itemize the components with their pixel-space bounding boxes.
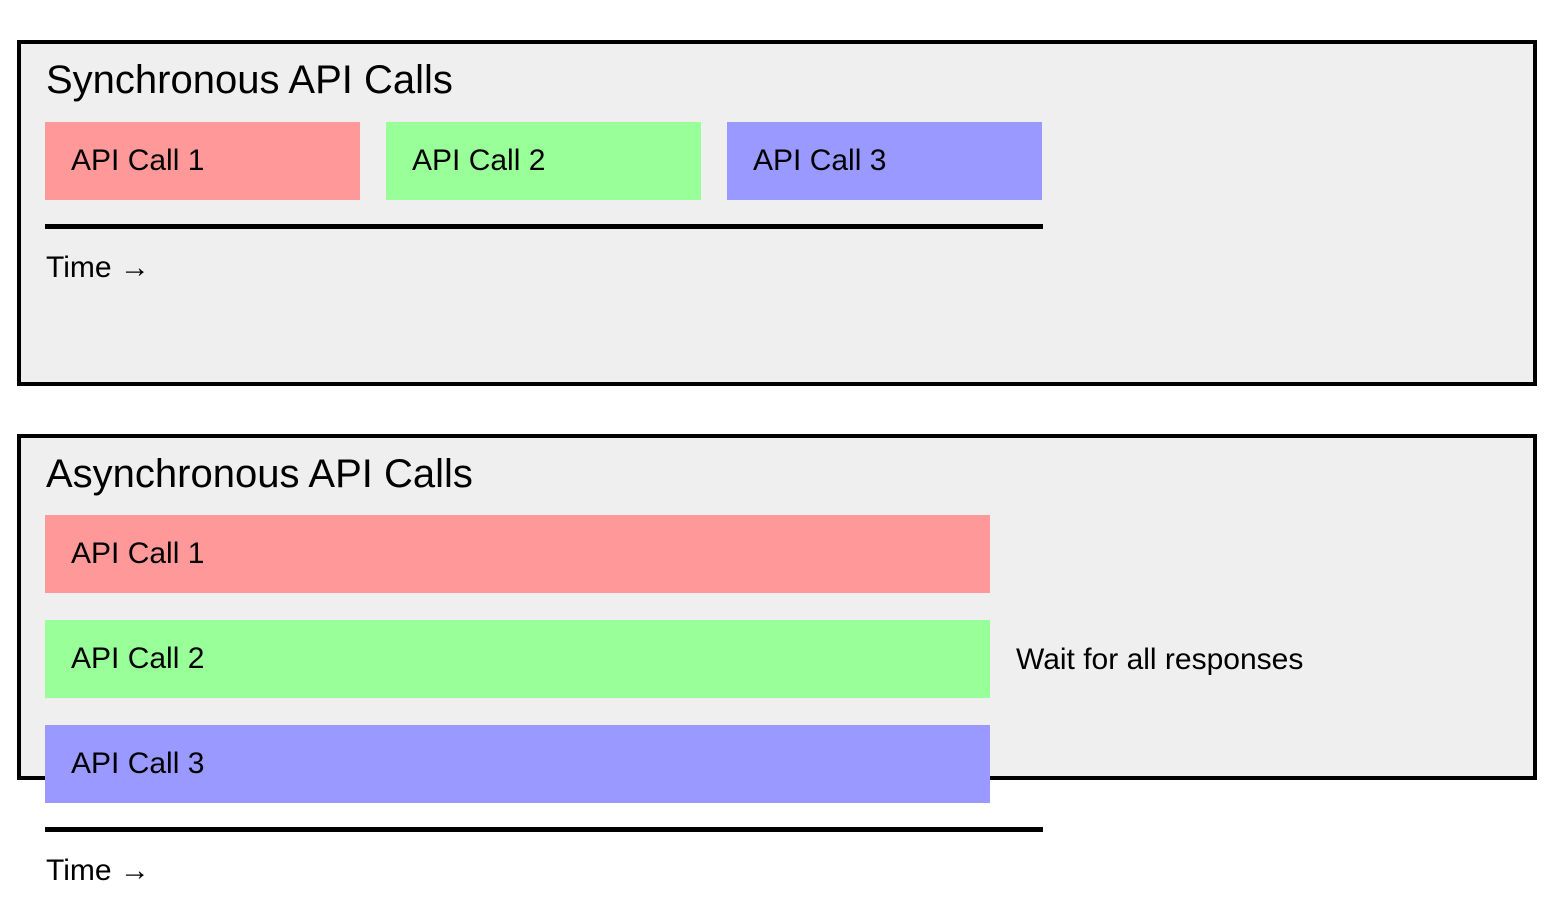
synchronous-panel [17, 40, 1537, 386]
asynchronous-title: Asynchronous API Calls [46, 452, 473, 496]
wait-for-all-responses-label: Wait for all responses [1016, 643, 1304, 676]
async-time-axis [45, 827, 1043, 832]
sync-api-call-2-label: API Call 2 [412, 144, 546, 177]
async-api-call-1: API Call 1 [45, 515, 990, 593]
sync-api-call-1: API Call 1 [45, 122, 360, 200]
sync-api-call-3: API Call 3 [727, 122, 1042, 200]
sync-api-call-1-label: API Call 1 [71, 144, 205, 177]
async-time-label: Time → [46, 854, 150, 887]
synchronous-title: Synchronous API Calls [46, 58, 453, 102]
async-api-call-3: API Call 3 [45, 725, 990, 803]
sync-time-label: Time → [46, 251, 150, 284]
sync-time-axis [45, 224, 1043, 229]
async-api-call-1-label: API Call 1 [71, 537, 205, 570]
sync-api-call-2: API Call 2 [386, 122, 701, 200]
async-api-call-3-label: API Call 3 [71, 747, 205, 780]
sync-api-call-3-label: API Call 3 [753, 144, 887, 177]
asynchronous-panel [17, 434, 1537, 780]
async-api-call-2: API Call 2 [45, 620, 990, 698]
async-api-call-2-label: API Call 2 [71, 642, 205, 675]
